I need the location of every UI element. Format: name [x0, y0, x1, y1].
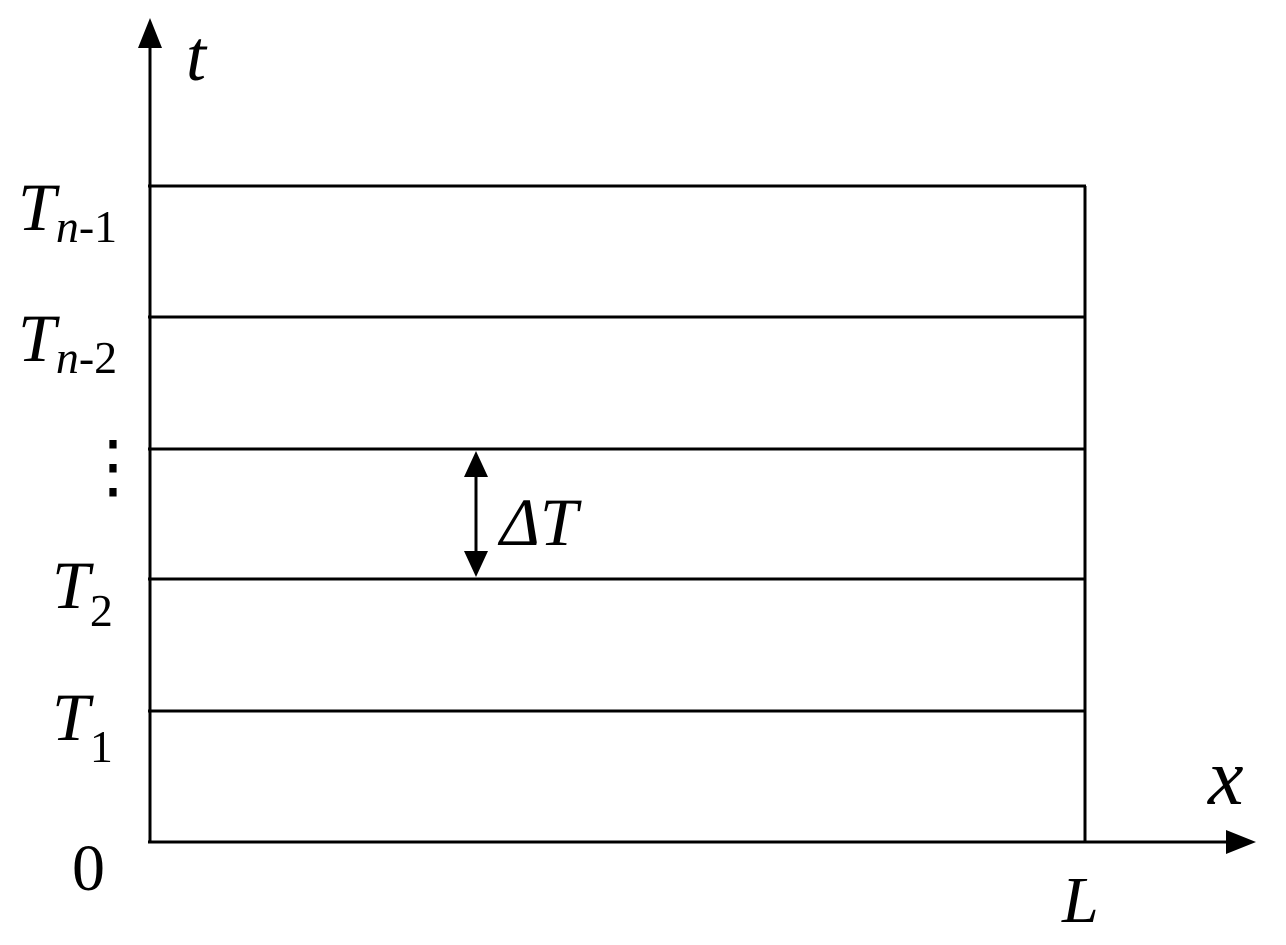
time-level-label-n-1: Tn-1: [18, 169, 117, 252]
delta-t-arrow-up-icon: [464, 451, 488, 477]
x-axis-label: x: [1207, 734, 1244, 822]
delta-t-label: ΔT: [497, 484, 582, 560]
t-axis-label: t: [186, 16, 208, 96]
origin-label: 0: [72, 832, 105, 905]
t-axis-arrow-icon: [138, 18, 162, 48]
time-level-label-n-2: Tn-2: [18, 300, 117, 383]
delta-t-arrow-down-icon: [464, 551, 488, 577]
x-axis-arrow-icon: [1226, 830, 1256, 854]
x-end-label: L: [1061, 864, 1099, 937]
time-level-label-1: T1: [52, 679, 113, 772]
ellipsis-label: ⋮: [78, 429, 148, 506]
time-level-label-2: T2: [52, 547, 113, 636]
